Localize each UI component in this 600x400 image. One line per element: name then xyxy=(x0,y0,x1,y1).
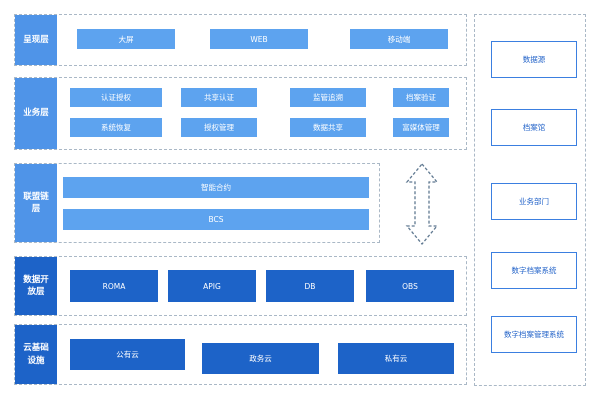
data-open-layer: 数据开放层 ROMA APIG DB OBS xyxy=(14,256,467,316)
smart-contract-box: 智能合约 xyxy=(63,177,369,198)
consortium-chain-layer: 联盟链层 智能合约 BCS xyxy=(14,163,380,243)
private-cloud-box: 私有云 xyxy=(338,343,454,374)
digital-archive-management-system-box: 数字档案管理系统 xyxy=(491,316,577,353)
apig-box: APIG xyxy=(168,270,256,302)
cloud-infrastructure-layer: 云基础设施 公有云 政务云 私有云 xyxy=(14,324,467,385)
business-layer-label: 业务层 xyxy=(15,78,57,149)
public-cloud-box: 公有云 xyxy=(70,339,185,370)
business-item-authz-mgmt: 授权管理 xyxy=(181,118,257,137)
presentation-item-bigscreen: 大屏 xyxy=(77,29,175,49)
bcs-box: BCS xyxy=(63,209,369,230)
double-arrow-vertical-icon xyxy=(405,162,439,246)
consortium-chain-layer-label: 联盟链层 xyxy=(15,164,57,242)
government-cloud-box: 政务云 xyxy=(202,343,319,374)
business-item-shared-auth: 共享认证 xyxy=(181,88,257,107)
data-open-layer-label: 数据开放层 xyxy=(15,257,57,315)
business-item-traceability: 监管追溯 xyxy=(290,88,366,107)
business-item-auth: 认证授权 xyxy=(70,88,162,107)
digital-archive-system-box: 数字档案系统 xyxy=(491,252,577,289)
business-item-media-mgmt: 富媒体管理 xyxy=(393,118,449,137)
obs-box: OBS xyxy=(366,270,454,302)
roma-box: ROMA xyxy=(70,270,158,302)
right-side-panel: 数据源 档案馆 业务部门 数字档案系统 数字档案管理系统 xyxy=(474,14,586,386)
presentation-item-web: WEB xyxy=(210,29,308,49)
archive-box: 档案馆 xyxy=(491,109,577,146)
data-source-box: 数据源 xyxy=(491,41,577,78)
business-item-archive-verify: 档案验证 xyxy=(393,88,449,107)
business-department-box: 业务部门 xyxy=(491,183,577,220)
business-item-data-share: 数据共享 xyxy=(290,118,366,137)
business-layer: 业务层 认证授权 共享认证 监管追溯 档案验证 系统恢复 授权管理 数据共享 富… xyxy=(14,77,467,150)
business-item-recovery: 系统恢复 xyxy=(70,118,162,137)
presentation-layer-label: 呈现层 xyxy=(15,15,57,65)
db-box: DB xyxy=(266,270,354,302)
presentation-item-mobile: 移动端 xyxy=(350,29,448,49)
presentation-layer: 呈现层 大屏 WEB 移动端 xyxy=(14,14,467,66)
cloud-infrastructure-layer-label: 云基础设施 xyxy=(15,325,57,384)
